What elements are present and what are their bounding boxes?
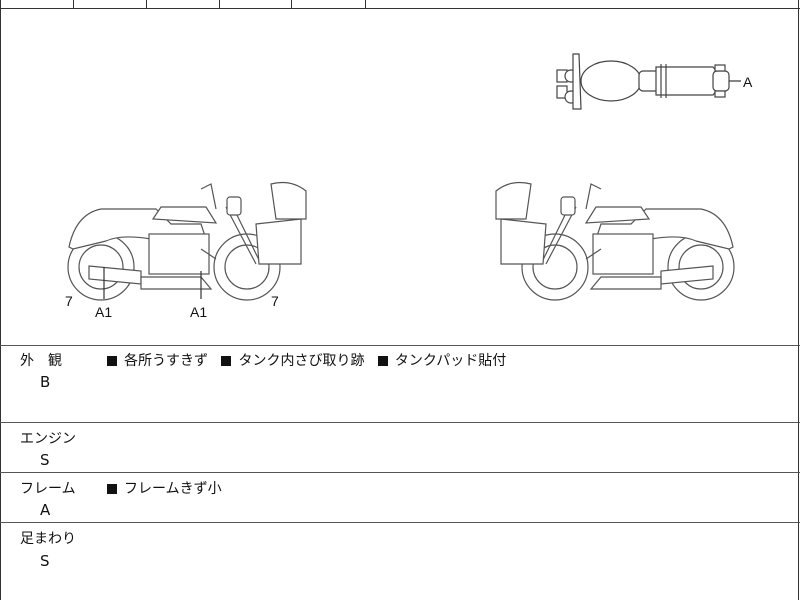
note-item: フレームきず小	[107, 481, 222, 497]
section-divider	[0, 472, 800, 473]
square-bullet-icon	[221, 356, 232, 366]
category-label: エンジン	[20, 431, 76, 447]
grade-value: S	[40, 552, 50, 570]
grade-value: S	[40, 451, 50, 469]
category-label: フレーム	[20, 481, 76, 497]
category-label: 外 観	[20, 353, 62, 369]
top-cell	[291, 0, 292, 8]
category-label: 足まわり	[20, 531, 76, 547]
note-item: タンク内さび取り跡	[221, 353, 364, 369]
mark-top-A: A	[743, 74, 753, 90]
grade-value: B	[40, 373, 51, 391]
top-cell	[365, 0, 366, 8]
square-bullet-icon	[107, 356, 117, 366]
motorcycle-damage-diagram: A 7 A1 A1 7	[1, 9, 798, 345]
grade-value: A	[40, 501, 51, 519]
notes-list: フレームきず小	[107, 478, 231, 498]
top-table-strip	[0, 0, 800, 9]
notes-list: 各所うすきず タンク内さび取り跡 タンクパッド貼付	[107, 350, 515, 370]
section-divider	[0, 522, 800, 523]
square-bullet-icon	[377, 356, 388, 366]
section-divider	[0, 422, 800, 423]
mark-left-front-7: 7	[271, 293, 279, 309]
top-cell	[146, 0, 147, 8]
mark-left-7: 7	[65, 293, 73, 309]
mark-left-A1-exhaust: A1	[95, 304, 112, 320]
note-item: 各所うすきず	[107, 353, 208, 369]
note-item: タンクパッド貼付	[377, 353, 506, 369]
section-divider	[0, 345, 800, 346]
mark-left-A1-footrest: A1	[190, 304, 207, 320]
top-cell	[219, 0, 220, 8]
motorcycle-right-side-view	[495, 181, 735, 301]
square-bullet-icon	[107, 484, 117, 494]
motorcycle-left-side-view	[67, 181, 307, 301]
top-cell	[73, 0, 74, 8]
motorcycle-top-view	[556, 53, 730, 110]
